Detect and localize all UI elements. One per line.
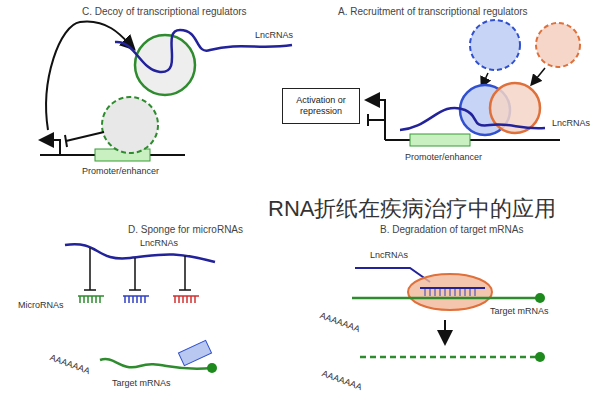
- promoter-box: [410, 134, 470, 146]
- molecule-label: Target mRNAs: [490, 306, 549, 317]
- strand-label: LncRNAs: [255, 30, 293, 41]
- molecule-label: MicroRNAs: [18, 300, 64, 311]
- strand-label: LncRNAs: [552, 118, 590, 129]
- lncrna-strand: [400, 108, 545, 130]
- down-arrow: [444, 320, 446, 342]
- cap-dot: [535, 293, 545, 303]
- panel-title: D. Sponge for microRNAs: [128, 224, 243, 235]
- region-label: Promoter/enhancer: [405, 152, 482, 163]
- box-text: Activation or repression: [283, 95, 359, 117]
- repression-bar: [368, 114, 385, 126]
- regulator-dashed: [536, 23, 580, 67]
- transcription-arrow: [42, 140, 60, 155]
- inhibit-line: [66, 132, 104, 141]
- molecule-label: Target mRNAs: [112, 378, 171, 389]
- polya-tail: AAAAAAA: [318, 310, 361, 335]
- target-site: [178, 340, 211, 365]
- inhibit-bar: [65, 135, 67, 147]
- recruit-arrow: [532, 68, 545, 84]
- region-label: Promoter/enhancer: [82, 166, 159, 177]
- strand-label: LncRNAs: [370, 250, 408, 261]
- panel-title: C. Decoy of transcriptional regulators: [82, 6, 247, 17]
- polya-tail: AAAAAAA: [320, 368, 363, 393]
- inhibit-bar: [84, 248, 96, 290]
- curved-arrow: [46, 22, 133, 130]
- watermark: RNA折纸在疾病治疗中的应用: [268, 196, 556, 222]
- base-pairs: [425, 289, 475, 296]
- microrna-comb: [78, 296, 104, 303]
- degraded-mrna: [360, 356, 540, 359]
- cap-dot: [207, 363, 217, 373]
- microrna-comb: [123, 296, 149, 303]
- regulator-dashed: [470, 20, 520, 70]
- panel-title: B. Degradation of target mRNAs: [380, 224, 523, 235]
- label-box: Activation or repression: [282, 88, 360, 124]
- polya-tail: AAAAAAA: [48, 352, 91, 377]
- cap-dot: [535, 352, 545, 362]
- degradation-complex: [408, 274, 492, 310]
- transcription-arrow: [368, 100, 385, 140]
- microrna-comb: [173, 296, 199, 303]
- regulator-circle: [135, 35, 195, 95]
- inhibit-bar: [129, 258, 141, 290]
- panel-title: A. Recruitment of transcriptional regula…: [338, 6, 528, 17]
- inhibit-bar: [179, 256, 191, 290]
- mrna-strand: [352, 297, 540, 300]
- strand-label: LncRNAs: [140, 238, 178, 249]
- regulator-dashed: [102, 97, 158, 153]
- lncrna-strand: [420, 287, 485, 289]
